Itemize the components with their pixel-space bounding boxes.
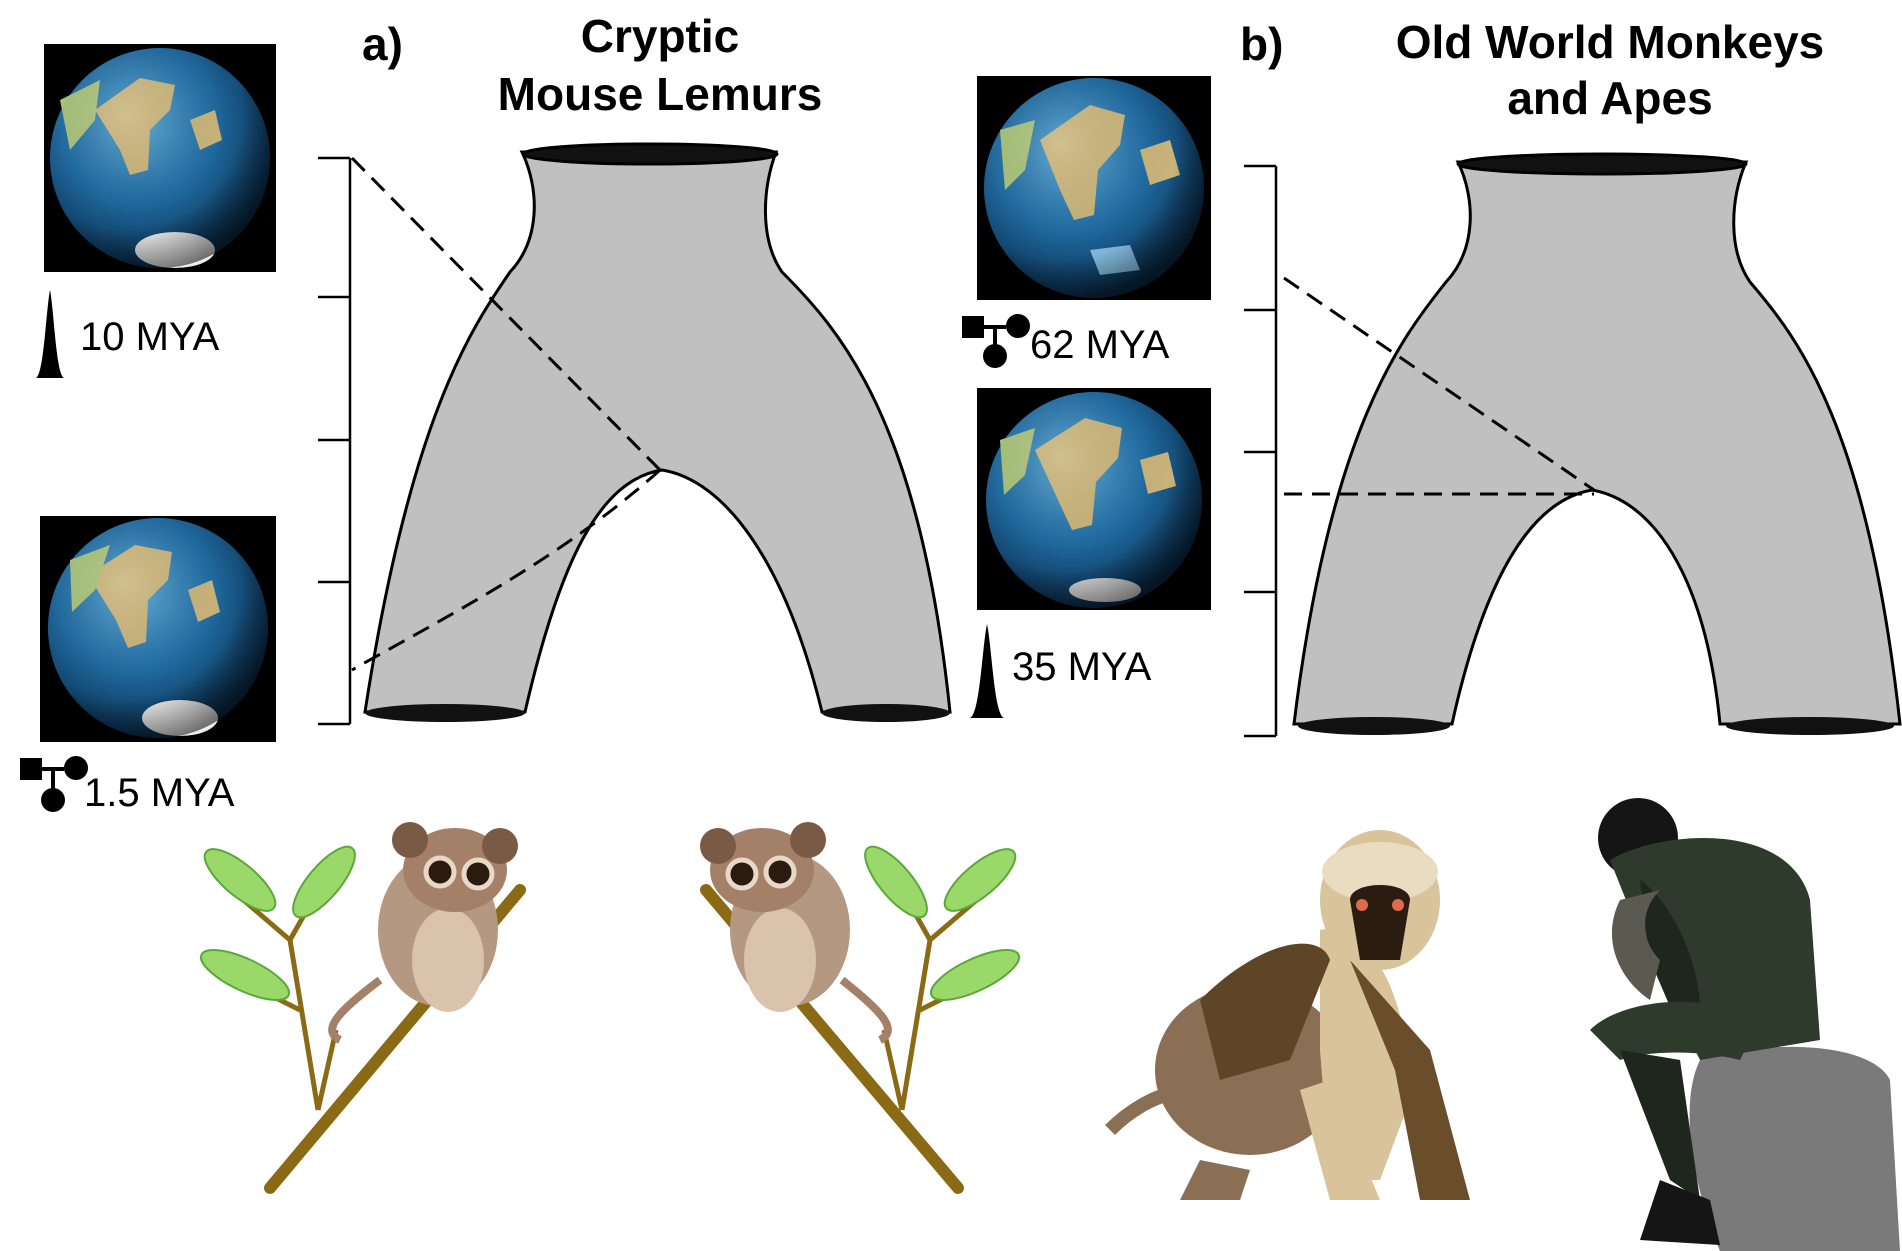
pedigree-icon <box>962 314 1030 368</box>
density-peak-icon <box>970 624 1004 718</box>
species-tree-b <box>1294 154 1900 735</box>
mouse-lemur-right <box>700 822 1025 1188</box>
density-peak-icon <box>36 290 64 378</box>
panel-a-letter: a) <box>362 18 403 70</box>
panel-b-title-line1: Old World Monkeys <box>1396 16 1825 68</box>
panel-b-letter: b) <box>1240 18 1283 70</box>
globe-62-mya <box>977 76 1211 300</box>
panel-b-title-line2: and Apes <box>1507 72 1712 124</box>
mouse-lemur-left <box>195 822 520 1188</box>
panel-a-title-line1: Cryptic <box>581 10 739 62</box>
panel-b-upper-time: 62 MYA <box>1030 323 1170 367</box>
globe-10-mya <box>44 44 276 272</box>
panel-a-upper-time: 10 MYA <box>80 315 220 359</box>
time-axis-b <box>1244 166 1276 736</box>
globe-1-5-mya <box>40 516 276 742</box>
globe-35-mya <box>977 388 1211 610</box>
panel-a-lower-time: 1.5 MYA <box>84 771 235 815</box>
monkey <box>1110 830 1470 1200</box>
panel-a-title-line2: Mouse Lemurs <box>498 68 823 120</box>
pedigree-icon <box>20 756 88 812</box>
time-axis-a <box>318 158 350 724</box>
panel-b-lower-time: 35 MYA <box>1012 645 1152 689</box>
species-tree-a <box>365 144 950 722</box>
thinker-statue <box>1590 798 1900 1251</box>
